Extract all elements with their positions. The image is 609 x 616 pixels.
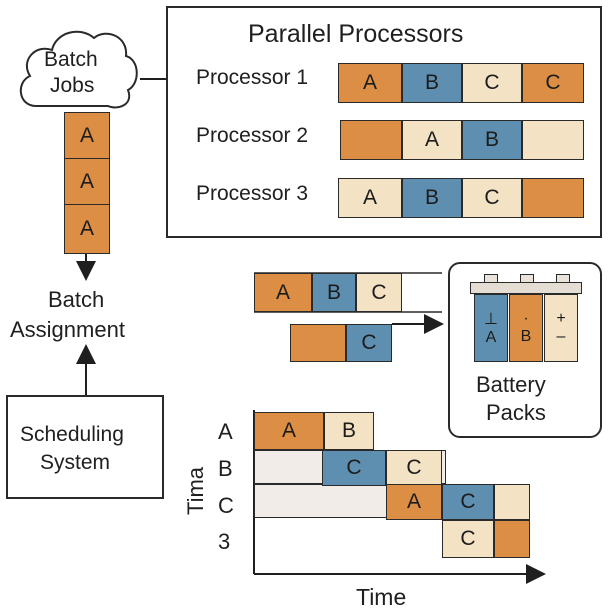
battery-terminal [556,274,570,283]
battery-terminal [484,274,498,283]
processor-slot: C [522,63,584,103]
gantt-y-axis-label: Tima [183,466,209,516]
battery-cell: · B [509,294,543,362]
scheduler-label-line2: System [40,451,111,474]
gantt-task [494,484,530,520]
processor-label: Processor 3 [196,182,309,205]
gantt-task: C [442,484,494,520]
gantt-task: A [386,484,442,520]
processor-slot: B [402,63,462,103]
gantt-row-label: C [218,493,234,518]
battery-label-line2: Packs [486,400,546,425]
batch-jobs-cloud: Batch Jobs [10,18,142,116]
processor-slot: A [338,63,402,103]
processor-slot: C [462,63,522,103]
gantt-row-label: 3 [218,529,231,554]
processor-slot [522,178,584,218]
gantt-task: C [322,450,386,486]
battery-cell-letter: – [556,328,566,345]
queue-item: A [64,204,110,254]
timeline-slot: C [346,324,392,362]
cloud-icon [20,30,138,109]
battery-cell: + – [544,294,578,362]
battery-terminal [520,274,534,283]
battery-cell-symbol: + [556,310,566,327]
timeline-slot: C [356,273,402,312]
battery-cell: ⊥ A [474,294,508,362]
gantt-task: B [324,412,374,450]
processor-label: Processor 2 [196,124,309,147]
assignment-label-line2: Assignment [10,317,125,342]
processor-slot [522,120,584,160]
processor-label: Processor 1 [196,66,309,89]
gantt-row-label: B [218,456,233,481]
queue-item: A [64,158,110,206]
scheduler-label-line1: Scheduling [20,423,124,446]
gantt-x-axis-label: Time [356,584,407,610]
timeline-slot [290,324,346,362]
queue-item: A [64,112,110,160]
processor-slot: A [402,120,462,160]
battery-label-line1: Battery [476,372,546,397]
processor-slot [340,120,402,160]
cloud-label-line1: Batch [44,48,98,71]
battery-cell-letter: B [520,328,532,345]
scheduling-system-box: Scheduling System [6,395,164,499]
timeline-slot: A [254,273,312,312]
gantt-task: A [254,412,324,450]
battery-cell-symbol: ⊥ [484,311,498,328]
processors-title: Parallel Processors [248,20,464,48]
gantt-task: C [386,450,442,486]
battery-cell-letter: A [485,329,497,346]
processor-slot: B [402,178,462,218]
battery-cap [470,282,582,294]
assignment-label-line1: Batch [48,287,105,312]
processor-slot: C [462,178,522,218]
processor-slot: B [462,120,522,160]
battery-icon: ⊥ A · B + – [470,274,582,364]
gantt-task: C [442,520,494,558]
cloud-label-line2: Jobs [50,74,95,97]
gantt-task [494,520,530,558]
processor-slot: A [338,178,402,218]
gantt-row-label: A [218,419,233,444]
battery-cell-symbol: · [523,310,529,327]
timeline-slot: B [312,273,356,312]
